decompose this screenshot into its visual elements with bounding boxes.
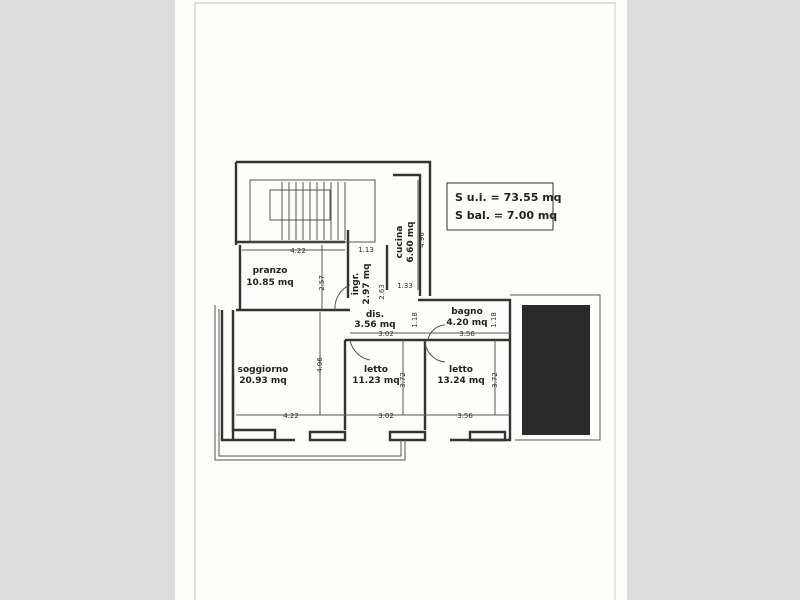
room-area: 6.60 mq <box>406 221 416 262</box>
room-name: soggiorno <box>238 365 289 375</box>
dimension-label: 3.56 <box>457 412 473 420</box>
room-area: 3.56 mq <box>354 320 395 330</box>
room-name: letto <box>449 365 473 375</box>
doors <box>334 284 446 363</box>
room-area: 2.97 mq <box>362 263 372 304</box>
dimension-label: 3.02 <box>378 412 394 420</box>
room-area: 20.93 mq <box>239 376 286 386</box>
scanned-paper <box>175 0 627 600</box>
room-name: pranzo <box>253 266 288 276</box>
dimension-label: 1.13 <box>358 246 374 254</box>
room-name: letto <box>364 365 388 375</box>
room-labels: pranzo 10.85 mq ingr. 2.97 mq cucina 6.6… <box>238 221 488 386</box>
dark-block <box>522 305 590 435</box>
dimension-label: 1.33 <box>397 282 413 290</box>
area-summary-box: S u.i. = 73.55 mq S bal. = 7.00 mq <box>446 182 562 231</box>
room-area: 10.85 mq <box>246 278 293 288</box>
balcony-area-label: S bal. = 7.00 mq <box>455 209 557 222</box>
dimension-label: 4.96 <box>418 232 426 248</box>
dimension-label: 1.18 <box>490 312 498 328</box>
room-name: bagno <box>451 307 483 317</box>
dimension-label: 3.72 <box>491 372 499 388</box>
dimension-label: 2.57 <box>318 275 326 291</box>
adjacent-unit <box>510 294 601 441</box>
dimension-lines: 4.22 1.13 2.57 2.63 4.96 1.33 1.18 1.18 … <box>236 180 510 420</box>
dimension-label: 4.22 <box>290 247 306 255</box>
room-name: dis. <box>366 310 384 320</box>
dimension-label: 3.72 <box>399 372 407 388</box>
room-area: 4.20 mq <box>446 318 487 328</box>
balcony <box>214 305 406 461</box>
room-area: 13.24 mq <box>437 376 484 386</box>
dimension-label: 4.96 <box>316 357 324 373</box>
room-name: ingr. <box>351 273 361 296</box>
room-name: cucina <box>395 226 405 259</box>
room-area: 11.23 mq <box>352 376 399 386</box>
dimension-label: 3.02 <box>378 330 394 338</box>
dimension-label: 3.56 <box>459 330 475 338</box>
usable-area-label: S u.i. = 73.55 mq <box>455 191 562 204</box>
dimension-label: 2.63 <box>378 284 386 300</box>
stairs <box>249 179 376 243</box>
dimension-label: 4.22 <box>283 412 299 420</box>
dimension-label: 1.18 <box>411 312 419 328</box>
